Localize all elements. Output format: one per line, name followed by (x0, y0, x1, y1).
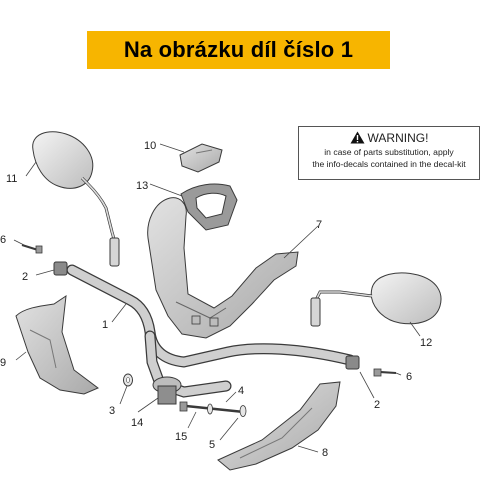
callout-14: 14 (131, 417, 143, 429)
callout-7: 7 (316, 219, 322, 231)
warning-line-1: in case of parts substitution, apply (324, 147, 454, 157)
callout-2-right: 2 (374, 399, 380, 411)
callout-12: 12 (420, 337, 432, 349)
bolt-part (179, 401, 247, 417)
title-banner: Na obrázku díl číslo 1 (87, 31, 390, 69)
leader-lines (13, 143, 421, 453)
bar-end-right-part (345, 355, 360, 370)
warning-heading-text: WARNING! (367, 131, 429, 145)
callout-6-right: 6 (406, 371, 412, 383)
screw-left-part (21, 244, 43, 254)
callout-3: 3 (109, 405, 115, 417)
callout-9: 9 (0, 357, 6, 369)
callout-5: 5 (209, 439, 215, 451)
callout-11: 11 (6, 173, 17, 185)
screw-right-part (373, 368, 397, 377)
washer-part (123, 373, 133, 387)
lower-cover-right-part (217, 381, 341, 471)
warning-line-2: the info-decals contained in the decal-k… (312, 159, 466, 169)
callout-1: 1 (102, 319, 108, 331)
handlebar-part (66, 264, 356, 405)
callout-8: 8 (322, 447, 328, 459)
cover-part (179, 143, 223, 173)
callout-4: 4 (238, 385, 244, 397)
frame-part (180, 183, 238, 231)
mirror-left-part (32, 131, 120, 267)
callout-13: 13 (136, 180, 148, 192)
lower-cover-left-part (15, 294, 99, 395)
warning-heading: WARNING! (299, 131, 479, 146)
bar-end-left-part (53, 261, 68, 276)
warning-box: WARNING! in case of parts substitution, … (298, 126, 480, 180)
handlebar-cover-part (147, 197, 299, 339)
warning-triangle-icon (350, 131, 365, 144)
callout-15: 15 (175, 431, 187, 443)
mirror-right-part (310, 272, 442, 327)
callout-6-left: 6 (0, 234, 6, 246)
banner-title: Na obrázku díl číslo 1 (123, 37, 354, 62)
callout-2-left: 2 (22, 271, 28, 283)
callout-10: 10 (144, 140, 156, 152)
